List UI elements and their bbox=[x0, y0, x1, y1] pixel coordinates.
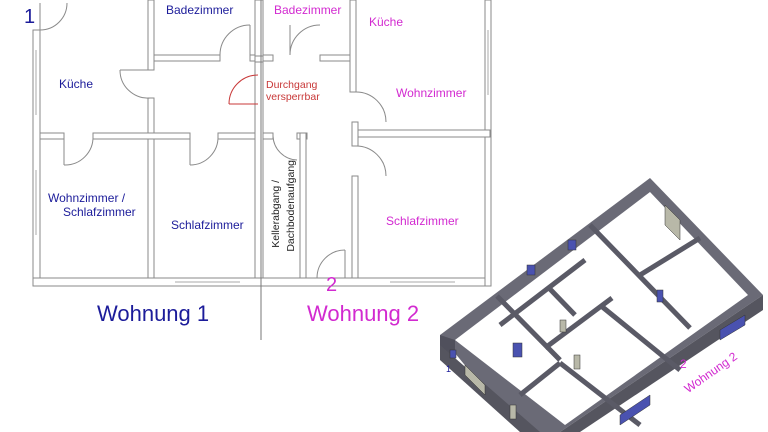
plan-walls bbox=[32, 0, 492, 287]
passage-label-line1: Durchgang bbox=[266, 79, 318, 91]
passage-label-line2: versperrbar bbox=[266, 91, 320, 103]
unit2-bath-label: Badezimmer bbox=[274, 3, 342, 17]
unit1-bedroom-label: Schlafzimmer bbox=[171, 218, 244, 232]
stair-label-line2: Dachbodenaufgang bbox=[285, 160, 297, 252]
unit2-title: Wohnung 2 bbox=[307, 301, 420, 326]
unit2-bedroom-label: Schlafzimmer bbox=[386, 214, 459, 228]
iso-unit2-number: 2 bbox=[680, 357, 687, 371]
unit1-living-label-line1: Wohnzimmer / bbox=[48, 191, 126, 205]
door-swings bbox=[39, 2, 387, 279]
unit1-living-label-line2: Schlafzimmer bbox=[63, 205, 136, 219]
unit1-title: Wohnung 1 bbox=[97, 301, 210, 326]
unit1-kitchen-label: Küche bbox=[59, 77, 94, 91]
unit2-kitchen-label: Küche bbox=[369, 15, 404, 29]
unit1-bath-label: Badezimmer bbox=[166, 3, 234, 17]
unit1-entrance-number: 1 bbox=[24, 6, 36, 28]
isometric-model bbox=[440, 178, 763, 432]
unit2-living-label: Wohnzimmer bbox=[396, 86, 467, 100]
stair-label-line1: Kellerabgang / bbox=[270, 180, 282, 248]
iso-unit1-number: 1 bbox=[446, 364, 452, 374]
locked-passage-door bbox=[228, 74, 259, 105]
unit2-entrance-number: 2 bbox=[326, 274, 338, 296]
